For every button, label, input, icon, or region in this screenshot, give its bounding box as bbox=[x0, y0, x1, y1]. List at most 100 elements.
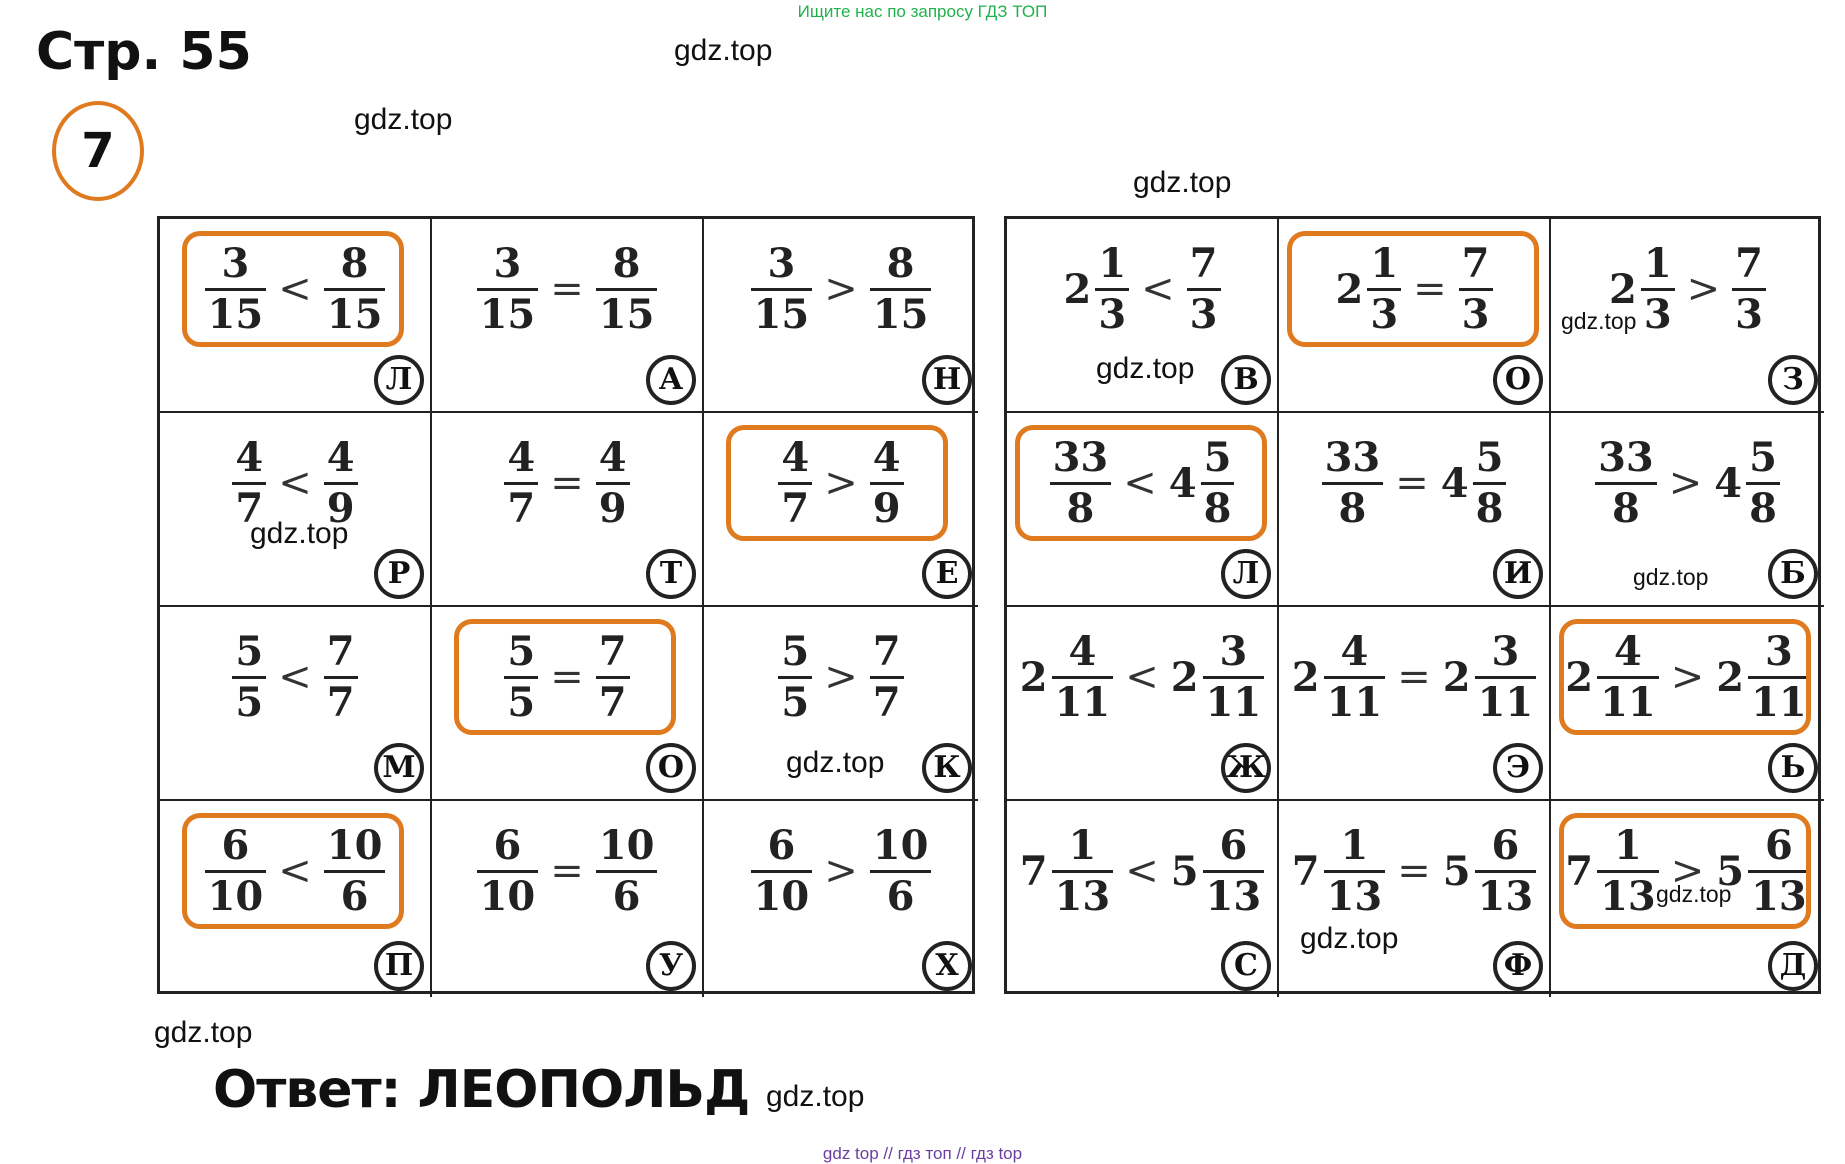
comparison-sign: > bbox=[824, 460, 858, 506]
numerator: 4 bbox=[872, 433, 901, 481]
answer-letter-badge: Ь bbox=[1768, 743, 1818, 793]
watermark: gdz.top bbox=[786, 746, 885, 779]
denominator: 10 bbox=[753, 872, 810, 920]
answer-letter-badge: Е bbox=[922, 549, 972, 599]
numerator: 5 bbox=[235, 627, 264, 675]
numerator: 10 bbox=[872, 821, 929, 869]
answer-letter-badge: Н bbox=[922, 355, 972, 405]
numerator: 4 bbox=[507, 433, 536, 481]
denominator: 8 bbox=[1475, 484, 1504, 532]
numerator: 10 bbox=[598, 821, 655, 869]
fraction-bar bbox=[595, 287, 658, 291]
denominator: 13 bbox=[1477, 872, 1534, 920]
denominator: 13 bbox=[1205, 872, 1262, 920]
answer-letter-badge: К bbox=[922, 743, 972, 793]
whole-part: 2 bbox=[1335, 265, 1364, 313]
denominator: 11 bbox=[1326, 678, 1383, 726]
denominator: 15 bbox=[872, 290, 929, 338]
numerator: 6 bbox=[1491, 821, 1520, 869]
answer-letter-badge: С bbox=[1221, 941, 1271, 991]
numerator: 4 bbox=[781, 433, 810, 481]
whole-part: 2 bbox=[1170, 653, 1199, 701]
denominator: 13 bbox=[1600, 872, 1656, 920]
comparison-sign: < bbox=[278, 266, 312, 312]
watermark: gdz.top bbox=[154, 1016, 253, 1049]
numerator: 1 bbox=[1370, 239, 1399, 287]
denominator: 7 bbox=[598, 678, 627, 726]
numerator: 1 bbox=[1068, 821, 1097, 869]
whole-part: 4 bbox=[1168, 459, 1197, 507]
answer-letter-badge: Ж bbox=[1221, 743, 1271, 793]
numerator: 6 bbox=[221, 821, 250, 869]
denominator: 13 bbox=[1751, 872, 1807, 920]
numerator: 5 bbox=[507, 627, 536, 675]
numerator: 7 bbox=[326, 627, 355, 675]
comparison-sign: < bbox=[278, 848, 312, 894]
fraction-bar bbox=[204, 869, 267, 873]
comparison-sign: = bbox=[550, 460, 584, 506]
denominator: 7 bbox=[235, 484, 264, 532]
numerator: 7 bbox=[1189, 239, 1218, 287]
whole-part: 2 bbox=[1716, 653, 1745, 701]
denominator: 3 bbox=[1461, 290, 1490, 338]
fraction-bar bbox=[595, 675, 630, 679]
fraction-bar bbox=[323, 481, 358, 485]
numerator: 8 bbox=[612, 239, 641, 287]
fraction-bar bbox=[1200, 481, 1235, 485]
whole-part: 2 bbox=[1019, 653, 1048, 701]
comparison-sign: < bbox=[1125, 848, 1159, 894]
numerator: 5 bbox=[781, 627, 810, 675]
fraction-bar bbox=[1367, 287, 1402, 291]
fraction-bar bbox=[232, 675, 267, 679]
answer-letter-badge: Э bbox=[1493, 743, 1543, 793]
answer-letter-badge: В bbox=[1221, 355, 1271, 405]
watermark: gdz.top bbox=[1096, 352, 1195, 385]
answer-letter-badge: З bbox=[1768, 355, 1818, 405]
numerator: 3 bbox=[1491, 627, 1520, 675]
denominator: 11 bbox=[1477, 678, 1534, 726]
footer-text: gdz top // гдз топ // гдз top bbox=[822, 1144, 1023, 1163]
comparison-sign: < bbox=[1125, 654, 1159, 700]
fraction-bar bbox=[1051, 869, 1114, 873]
comparison-sign: = bbox=[1397, 654, 1431, 700]
comparison-sign: = bbox=[550, 848, 584, 894]
comparison-sign: < bbox=[278, 654, 312, 700]
denominator: 6 bbox=[612, 872, 641, 920]
fraction-bar bbox=[869, 287, 932, 291]
whole-part: 7 bbox=[1565, 847, 1594, 895]
denominator: 8 bbox=[1611, 484, 1640, 532]
